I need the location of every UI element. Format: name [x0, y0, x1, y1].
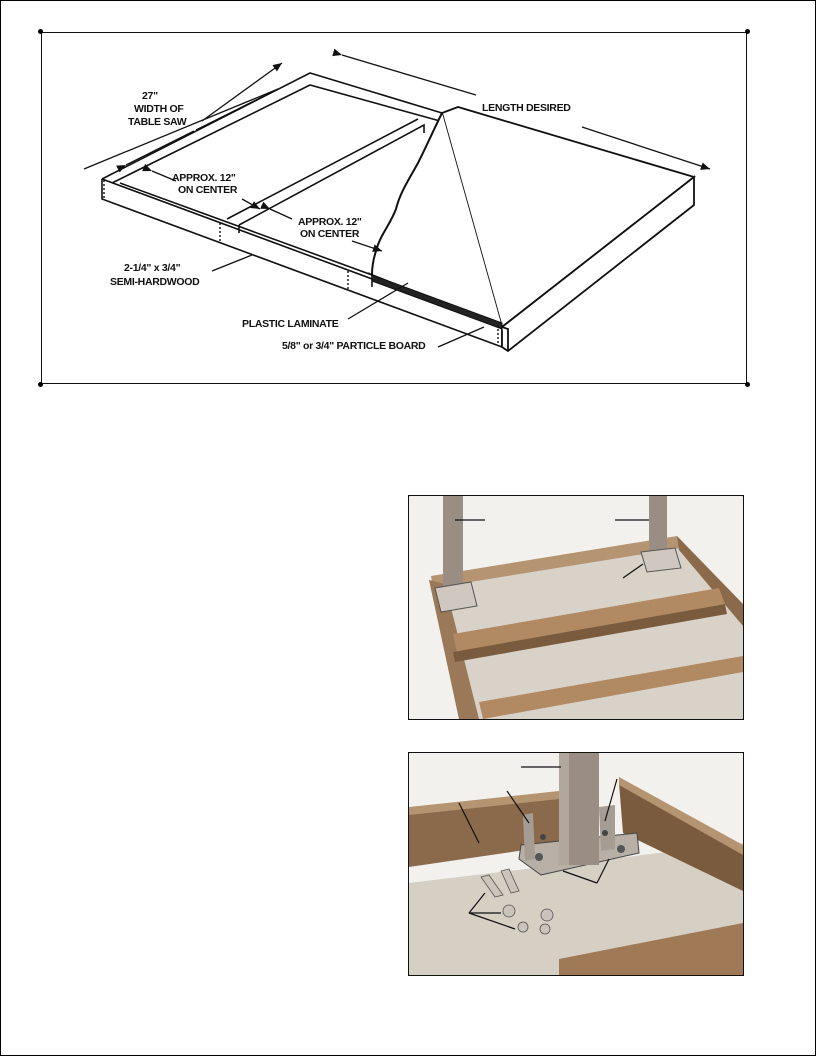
width-line2-label: TABLE SAW [128, 116, 187, 128]
lumber-type-label: SEMI-HARDWOOD [110, 276, 200, 288]
diagram-drawing: 27" WIDTH OF TABLE SAW LENGTH DESIRED AP… [83, 48, 711, 353]
torn-laminate-edge [370, 112, 503, 328]
particle-board-label: 5/8" or 3/4" PARTICLE BOARD [282, 340, 426, 352]
corner-dot [742, 718, 743, 719]
approx-spacing-2-line2: ON CENTER [300, 228, 360, 240]
lumber-size-label: 2-1/4" x 3/4" [124, 262, 181, 274]
corner-dot [38, 382, 43, 387]
corner-dot [409, 718, 410, 719]
photo-leg-bracket-closeup [408, 752, 744, 976]
photo-frame-with-legs-image [409, 496, 743, 719]
corner-dot [745, 382, 750, 387]
photo-frame-with-legs [408, 495, 744, 720]
photo-leg-bracket-closeup-image [409, 753, 743, 975]
approx-spacing-2-line1: APPROX. 12" [298, 216, 362, 228]
laminate-thickness [371, 274, 503, 330]
corner-dot [742, 753, 743, 754]
length-desired-label: LENGTH DESIRED [482, 102, 571, 114]
corner-dot [745, 29, 750, 34]
nail-markers [103, 180, 499, 345]
approx-spacing-1-line1: APPROX. 12" [172, 172, 236, 184]
table-extension-diagram: 27" WIDTH OF TABLE SAW LENGTH DESIRED AP… [38, 29, 750, 387]
width-value-label: 27" [142, 90, 158, 102]
approx-spacing-1-line2: ON CENTER [178, 184, 238, 196]
dimension-lines [83, 48, 711, 348]
corner-dot [742, 974, 743, 975]
corner-dot [742, 496, 743, 497]
width-line1-label: WIDTH OF [134, 103, 184, 115]
corner-dot [409, 974, 410, 975]
corner-dot [38, 29, 43, 34]
plastic-laminate-label: PLASTIC LAMINATE [242, 318, 339, 330]
